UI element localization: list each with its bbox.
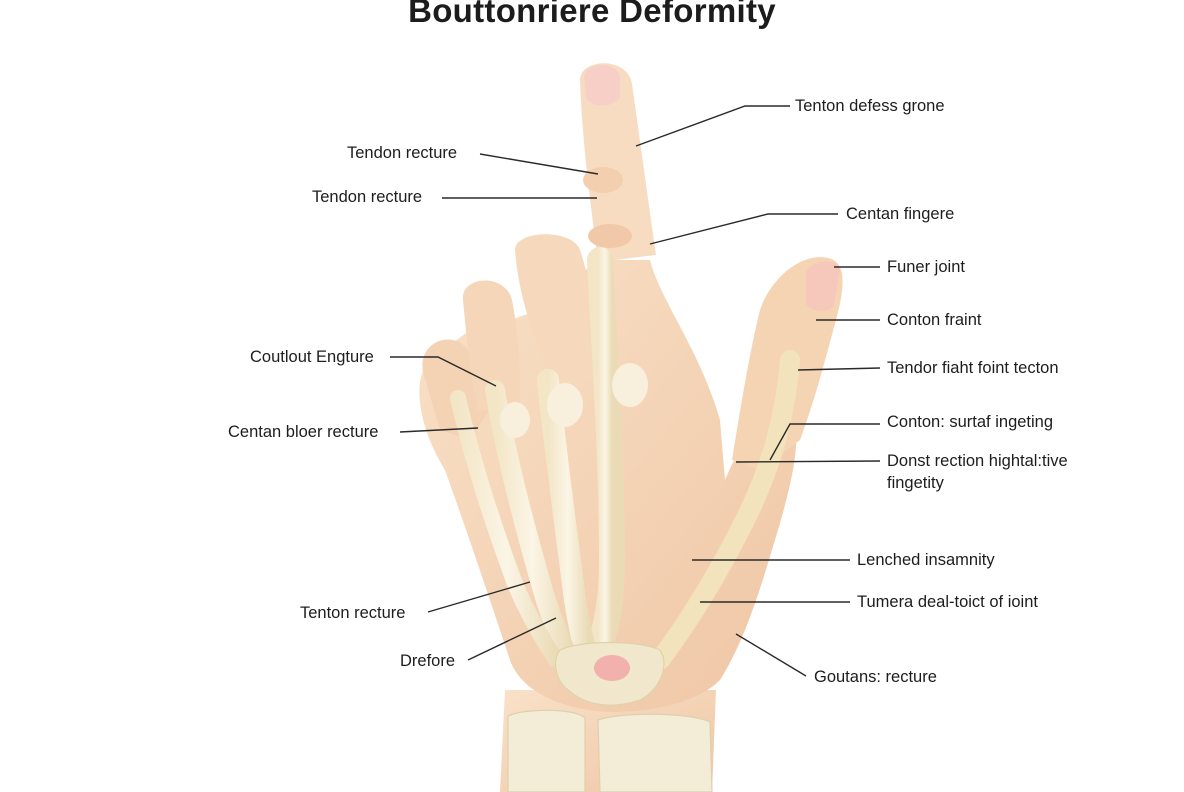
label-funer-joint: Funer joint: [887, 258, 965, 276]
label-drefore: Drefore: [400, 652, 456, 670]
leader-l16: [735, 633, 807, 677]
label-tendor-fiaht-foint-tecton: Tendor fiaht foint tecton: [887, 359, 1059, 377]
label-donst-rection: Donst rection hightal:tive fingetity: [887, 452, 1068, 492]
diagram-title: Bouttonriere Deformity: [408, 0, 776, 29]
leader-l13: [427, 581, 531, 613]
joint-index-pip: [583, 167, 623, 193]
tendon-ring: [485, 380, 580, 670]
joint-index-dip: [588, 224, 632, 248]
leader-l2: [479, 153, 599, 175]
ulna-bone: [507, 709, 586, 792]
tendon-thumb: [650, 350, 800, 670]
radius-bone: [597, 713, 713, 792]
tendon-little: [450, 390, 564, 668]
leader-l10: [769, 423, 880, 461]
label-conton-surtaf-ingeting: Conton: surtaf ingeting: [887, 413, 1054, 431]
joint-mcp-little: [500, 402, 530, 438]
label-goutans-recture: Goutans: recture: [814, 668, 937, 686]
leader-l11: [735, 460, 881, 463]
leader-l7: [390, 356, 497, 387]
middle-finger: [515, 234, 599, 370]
label-tenton-recture: Tenton recture: [300, 604, 406, 622]
label-tenton-defess-grone: Tenton defess grone: [795, 97, 945, 115]
ring-finger: [462, 280, 521, 410]
label-centan-fingere: Centan fingere: [846, 205, 955, 223]
tendon-middle: [537, 369, 599, 671]
leader-l8: [797, 367, 881, 371]
label-conton-fraint: Conton fraint: [887, 311, 982, 329]
leader-l15: [467, 617, 557, 661]
index-nail: [584, 64, 620, 106]
label-centan-bloer-recture: Centan bloer recture: [228, 423, 379, 441]
label-tendon-recture-1: Tendon recture: [347, 144, 458, 162]
joint-highlight: [594, 655, 630, 681]
label-lenched-insamnity: Lenched insamnity: [857, 551, 995, 569]
joint-mcp-middle: [612, 363, 648, 407]
index-finger: [580, 63, 656, 262]
tendon-index: [585, 247, 626, 663]
label-tendon-recture-2: Tendon recture: [312, 188, 423, 206]
label-coutlout-engture: Coutlout Engture: [250, 348, 374, 366]
leader-l1: [635, 105, 790, 147]
label-tumera-deal-toict: Tumera deal-toict of ioint: [857, 593, 1038, 611]
leader-l9: [399, 427, 479, 433]
thumb-nail: [806, 261, 840, 312]
leader-l4: [649, 213, 838, 245]
joint-mcp-ring: [547, 383, 583, 427]
